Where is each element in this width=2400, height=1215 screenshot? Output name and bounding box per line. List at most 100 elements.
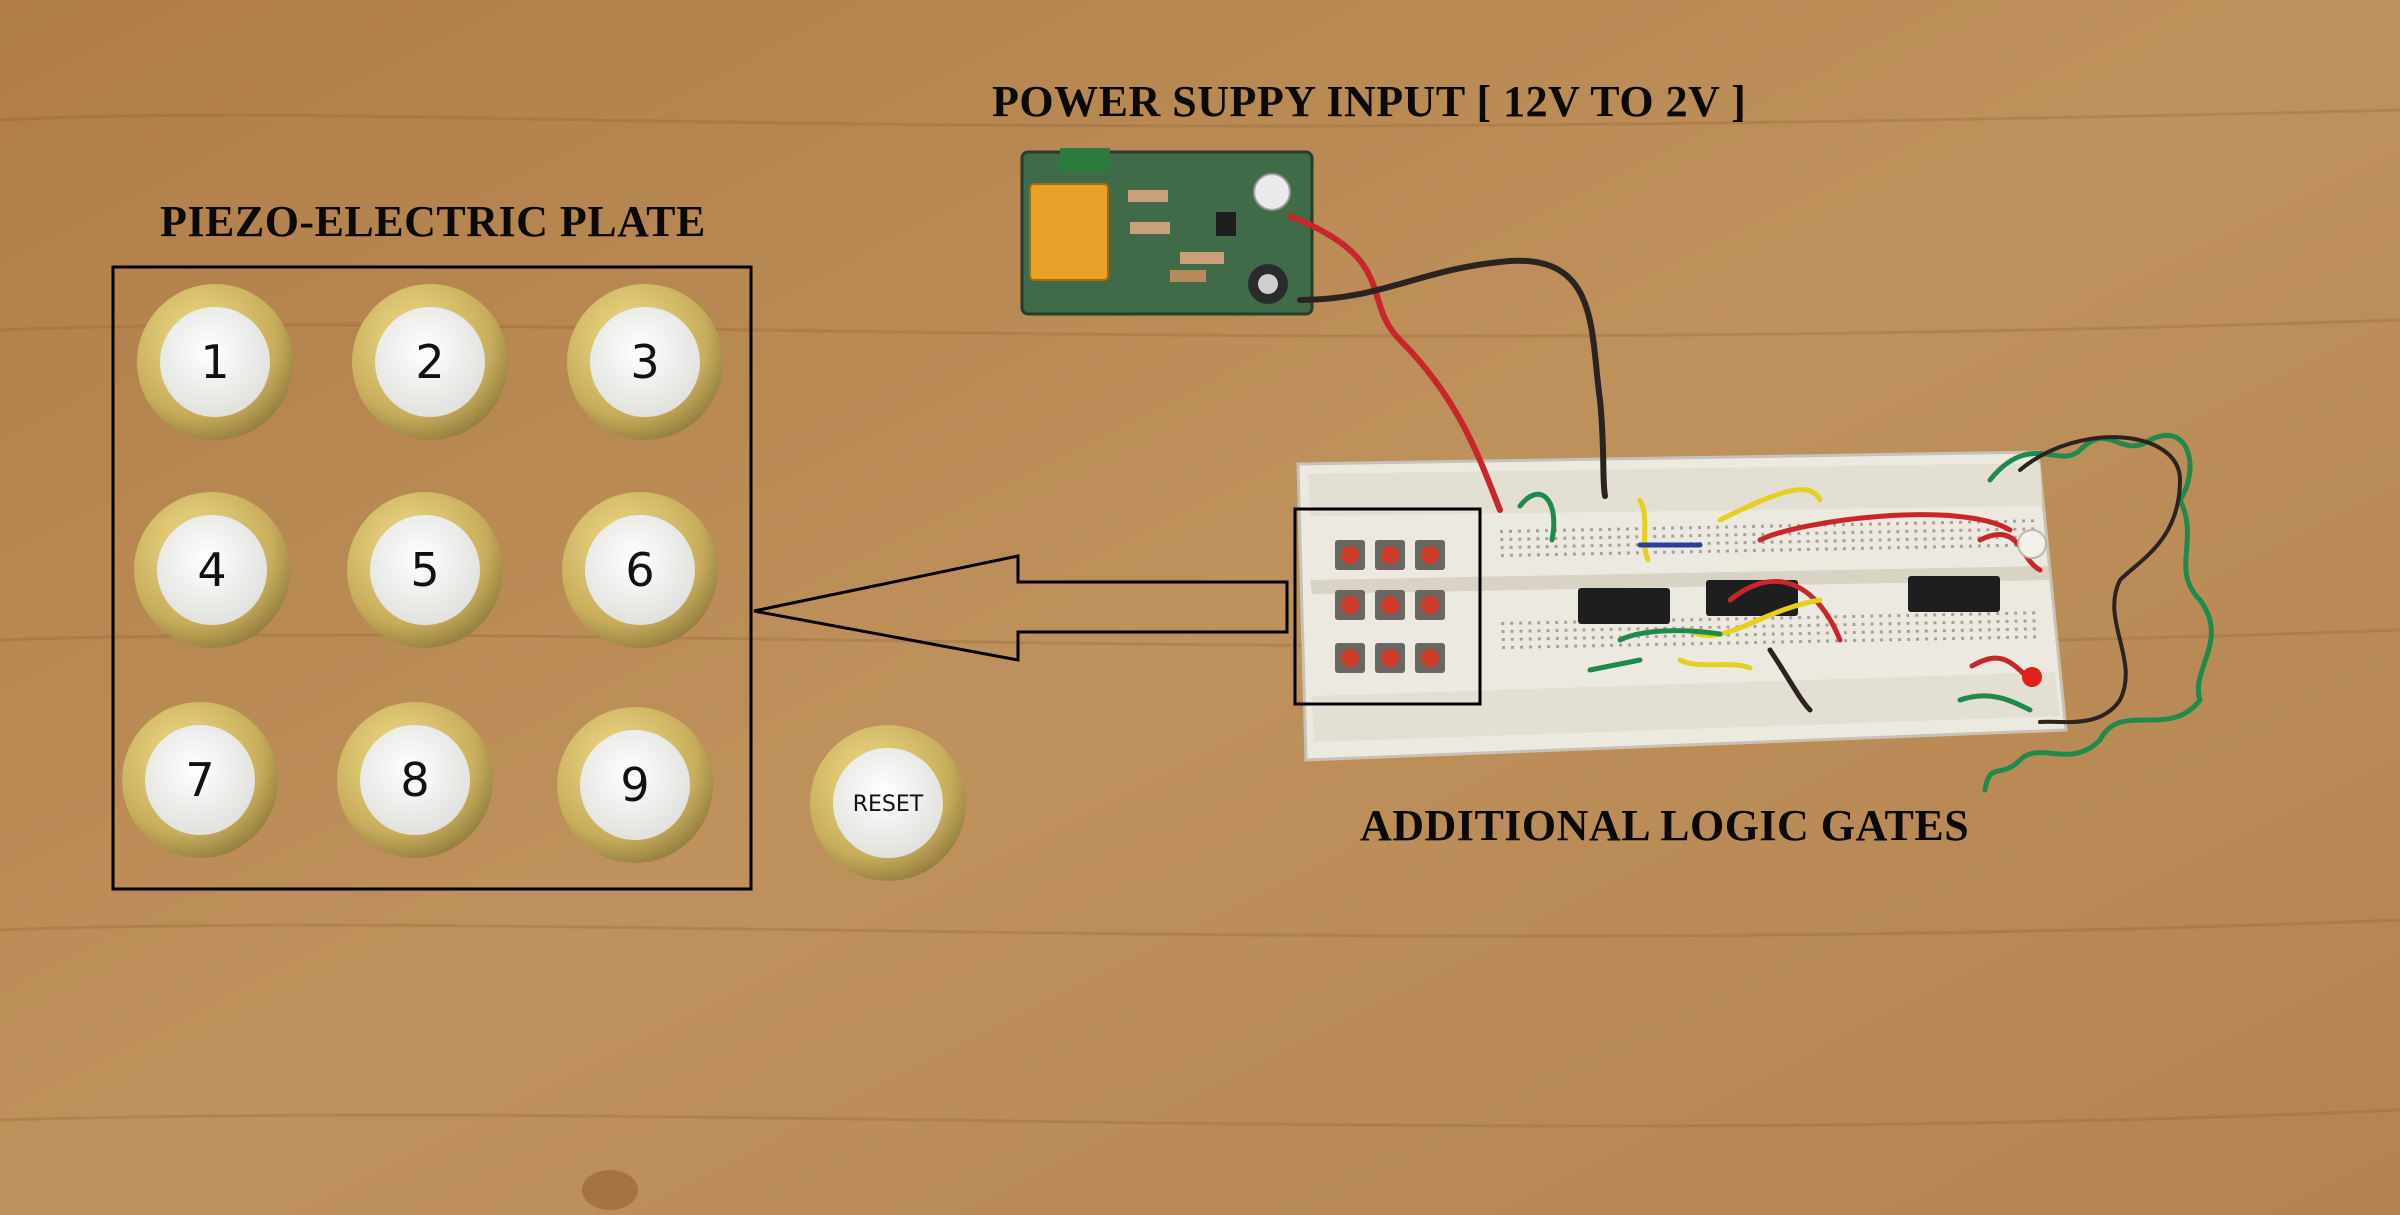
breadboard-hole [1564, 620, 1568, 624]
breadboard-hole [2013, 527, 2017, 531]
breadboard-hole [1762, 624, 1766, 628]
breadboard-hole [1915, 629, 1919, 633]
breadboard-hole [1995, 544, 1999, 548]
breadboard-hole [1627, 627, 1631, 631]
breadboard-hole [1870, 630, 1874, 634]
breadboard-hole [1860, 538, 1864, 542]
breadboard-hole [1943, 637, 1947, 641]
breadboard-hole [1599, 528, 1602, 532]
breadboard-hole [1662, 526, 1665, 530]
breadboard-hole [1871, 638, 1875, 642]
breadboard-hole [1815, 539, 1819, 543]
breadboard-hole [2023, 627, 2027, 631]
breadboard-hole [1554, 544, 1558, 548]
breadboard-hole [1995, 536, 1999, 540]
breadboard-hole [1771, 616, 1775, 620]
breadboard-hole [1959, 536, 1963, 540]
piezo-disc-1-label: 1 [200, 335, 229, 389]
breadboard-hole [1555, 628, 1559, 632]
breadboard-hole [1988, 636, 1992, 640]
breadboard-hole [2032, 627, 2036, 631]
breadboard-hole [2014, 627, 2018, 631]
breadboard-hole [1645, 627, 1649, 631]
breadboard-hole [1743, 541, 1747, 545]
breadboard-hole [1529, 645, 1533, 649]
breadboard-hole [1879, 630, 1883, 634]
breadboard-hole [1545, 553, 1549, 557]
breadboard-hole [1932, 529, 1936, 533]
breadboard-hole [2004, 519, 2007, 523]
wood-knot [582, 1170, 638, 1210]
breadboard-hole [1996, 612, 2000, 616]
breadboard-hole [1788, 532, 1792, 536]
breadboard-hole [1878, 522, 1881, 526]
breadboard-hole [2032, 619, 2036, 623]
breadboard-hole [1915, 621, 1919, 625]
breadboard-hole [1897, 614, 1901, 618]
breadboard-hole [1860, 530, 1864, 534]
breadboard-hole [1995, 528, 1999, 532]
breadboard-hole [1689, 550, 1693, 554]
button-module-frame [1293, 507, 1482, 706]
piezo-disc-7: 7 [122, 702, 278, 858]
breadboard-hole [2013, 535, 2017, 539]
breadboard-hole [1797, 532, 1801, 536]
piezo-disc-1: 1 [137, 284, 293, 440]
piezo-disc-4: 4 [134, 492, 290, 648]
breadboard-hole [1852, 614, 1856, 618]
breadboard-hole [1781, 640, 1785, 644]
breadboard-hole [1835, 639, 1839, 643]
breadboard-hole [1635, 535, 1639, 539]
breadboard-hole [1734, 549, 1738, 553]
breadboard-hole [1816, 615, 1820, 619]
breadboard-hole [1617, 527, 1620, 531]
piezo-disc-5: 5 [347, 492, 503, 648]
breadboard-hole [1816, 623, 1820, 627]
breadboard-hole [1680, 550, 1684, 554]
breadboard-hole [1779, 524, 1782, 528]
piezo-disc-3-label: 3 [630, 335, 659, 389]
breadboard-hole [1851, 538, 1855, 542]
breadboard-hole [2013, 519, 2016, 523]
breadboard-hole [1933, 613, 1937, 617]
breadboard-hole [2004, 543, 2008, 547]
breadboard-hole [1986, 528, 1990, 532]
breadboard-hole [1655, 642, 1659, 646]
breadboard-hole [1608, 535, 1612, 539]
breadboard-hole [1520, 645, 1524, 649]
breadboard-hole [1770, 548, 1774, 552]
breadboard-hole [1987, 628, 1991, 632]
breadboard-hole [1959, 528, 1963, 532]
breadboard-hole [1610, 643, 1614, 647]
breadboard-hole [1653, 534, 1657, 538]
breadboard-hole [1527, 553, 1531, 557]
breadboard-hole [1709, 641, 1713, 645]
breadboard-hole [1762, 632, 1766, 636]
breadboard-hole [1554, 536, 1558, 540]
breadboard-hole [1779, 548, 1783, 552]
logic-gates-label: ADDITIONAL LOGIC GATES [1360, 801, 1970, 850]
push-button-8 [1375, 643, 1405, 673]
breadboard-hole [1663, 634, 1667, 638]
breadboard-hole [1545, 545, 1549, 549]
breadboard-hole [1906, 629, 1910, 633]
ic-chips [1578, 576, 2000, 624]
push-button-9 [1415, 643, 1445, 673]
breadboard-hole [1707, 549, 1711, 553]
breadboard-hole [1905, 521, 1908, 525]
breadboard-hole [1942, 621, 1946, 625]
breadboard-hole [1635, 551, 1639, 555]
push-button-6 [1415, 590, 1445, 620]
breadboard-hole [1509, 545, 1513, 549]
breadboard-hole [1671, 526, 1674, 530]
breadboard-hole [1556, 644, 1560, 648]
breadboard-hole [1761, 524, 1764, 528]
breadboard-hole [1698, 534, 1702, 538]
breadboard-hole [1923, 537, 1927, 541]
breadboard-hole [1923, 521, 1926, 525]
breadboard-hole [1626, 527, 1629, 531]
breadboard-hole [1896, 546, 1900, 550]
breadboard-hole [1600, 628, 1604, 632]
breadboard-hole [1743, 525, 1746, 529]
